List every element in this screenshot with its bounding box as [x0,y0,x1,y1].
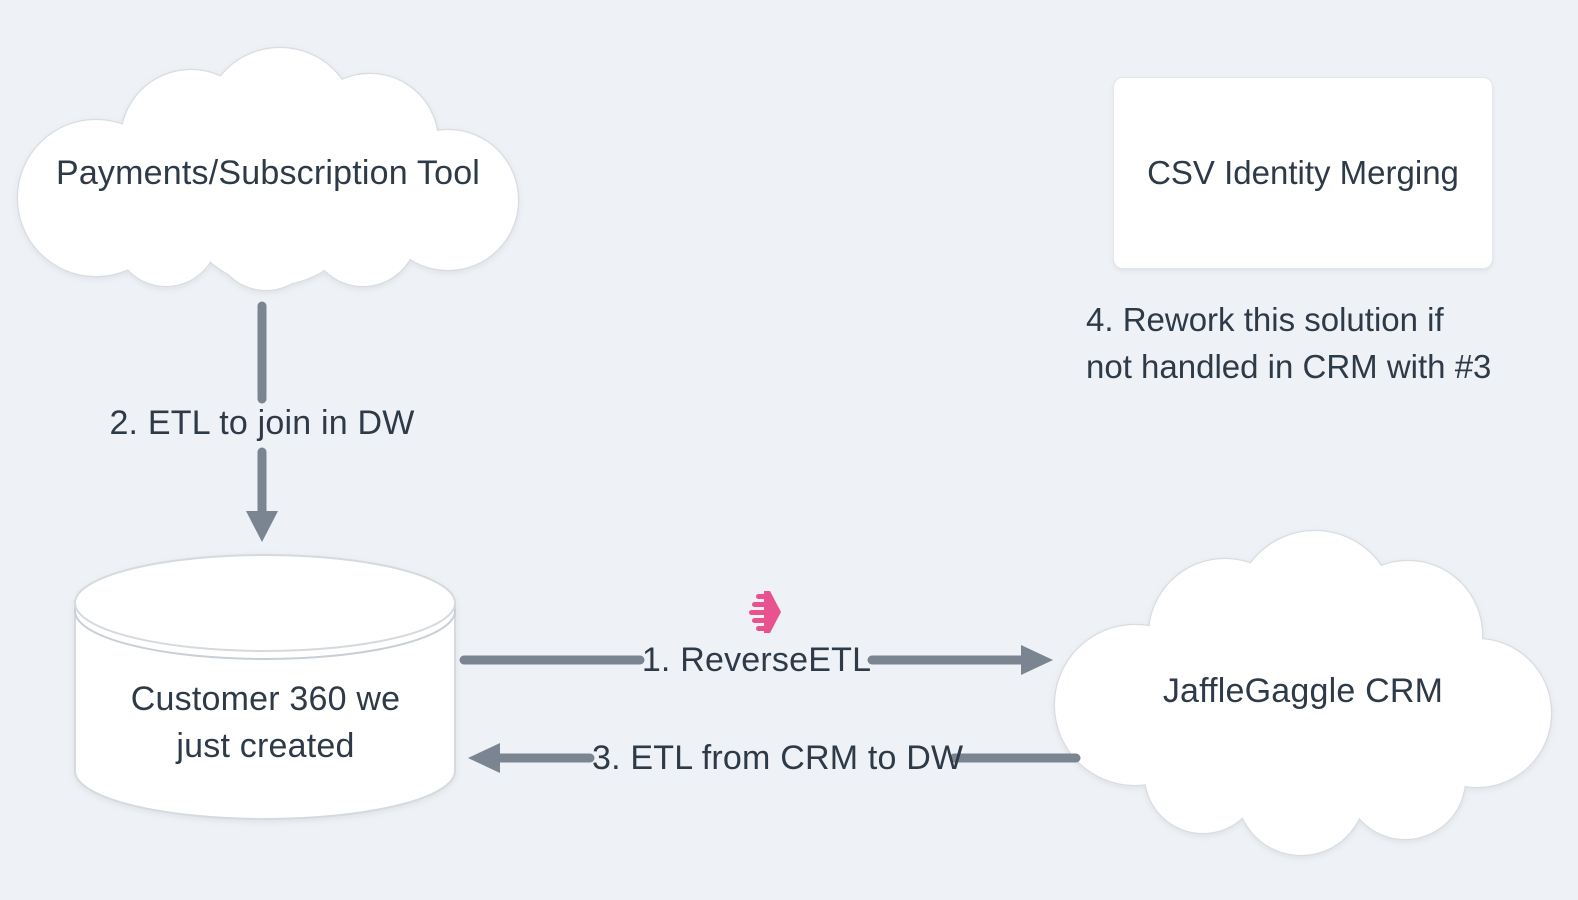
etl-from-crm-label: 3. ETL from CRM to DW [592,739,964,777]
reverse-etl-label: 1. ReverseETL [641,641,872,679]
etl-to-dw-arrow [246,301,278,542]
etl-from-crm-arrow [468,743,1081,773]
warehouse-cylinder-shape [74,554,456,820]
warehouse-cylinder-label: Customer 360 we just created [130,680,401,765]
pink-speed-arrow-icon [749,591,781,633]
reverse-etl-arrow [459,645,1053,675]
csv-merging-box: CSV Identity Merging [1113,77,1493,269]
csv-merging-label: CSV Identity Merging [1147,154,1459,191]
etl-to-dw-label: 2. ETL to join in DW [109,404,415,442]
payments-cloud-label: Payments/Subscription Tool [55,154,481,192]
note-4-text: 4. Rework this solution if not handled i… [1086,301,1492,385]
crm-cloud-label: JaffleGaggle CRM [1162,672,1444,710]
